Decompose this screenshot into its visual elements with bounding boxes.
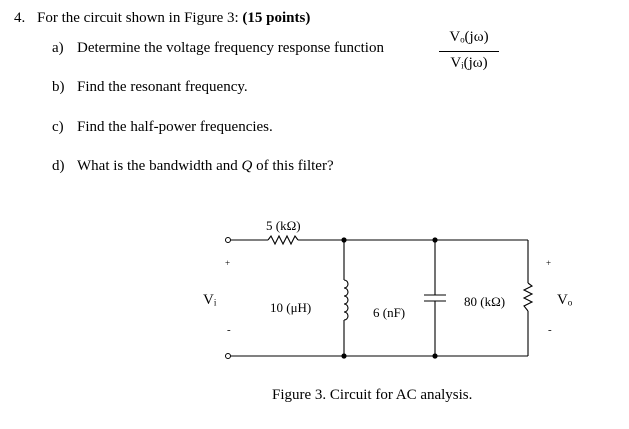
resistor-series-label: 5 (kΩ) [266, 218, 301, 233]
input-plus-sign: + [225, 258, 231, 268]
transfer-function-fraction: Vₒ(jω) Vᵢ(jω) [437, 24, 501, 80]
part-a-text: Determine the voltage frequency response… [77, 40, 384, 56]
input-terminal-top [225, 237, 231, 243]
question-points: (15 points) [242, 10, 311, 26]
resistor-shunt-label: 80 (kΩ) [464, 294, 506, 309]
part-d-text-after: of this filter? [256, 158, 334, 174]
part-c-label: c) [52, 119, 64, 135]
part-d-text: What is the bandwidth and Q of this filt… [77, 157, 334, 175]
figure-caption: Figure 3. Circuit for AC analysis. [272, 387, 473, 403]
question-intro: For the circuit shown in Figure 3: (15 p… [37, 9, 310, 27]
resistor-shunt-symbol [522, 282, 534, 312]
junction-dot [341, 237, 347, 243]
input-terminal-bottom [225, 353, 231, 359]
part-b-label: b) [52, 79, 65, 95]
input-minus-sign: - [227, 324, 231, 336]
junction-dot [432, 237, 438, 243]
part-d-label: d) [52, 158, 65, 174]
resistor-series-symbol [267, 234, 299, 246]
output-plus-sign: + [546, 258, 552, 268]
output-minus-sign: - [548, 324, 552, 336]
fraction-denominator: Vᵢ(jω) [450, 55, 488, 71]
junction-dot [432, 353, 438, 359]
capacitor-label: 6 (nF) [373, 305, 406, 320]
question-intro-text: For the circuit shown in Figure 3: [37, 10, 239, 26]
part-d-text-before: What is the bandwidth and [77, 158, 238, 174]
junction-dot [341, 353, 347, 359]
inductor-symbol [343, 279, 349, 321]
output-voltage-label: Vₒ [557, 292, 573, 308]
part-c-text: Find the half-power frequencies. [77, 119, 273, 135]
fraction-numerator: Vₒ(jω) [449, 29, 489, 45]
part-b-text: Find the resonant frequency. [77, 79, 248, 95]
question-number: 4. [14, 10, 26, 26]
part-a-label: a) [52, 40, 64, 56]
input-voltage-label: Vᵢ [203, 292, 217, 308]
fraction-bar [439, 51, 499, 52]
inductor-label: 10 (μH) [270, 300, 312, 315]
part-d-q-symbol: Q [241, 158, 253, 174]
